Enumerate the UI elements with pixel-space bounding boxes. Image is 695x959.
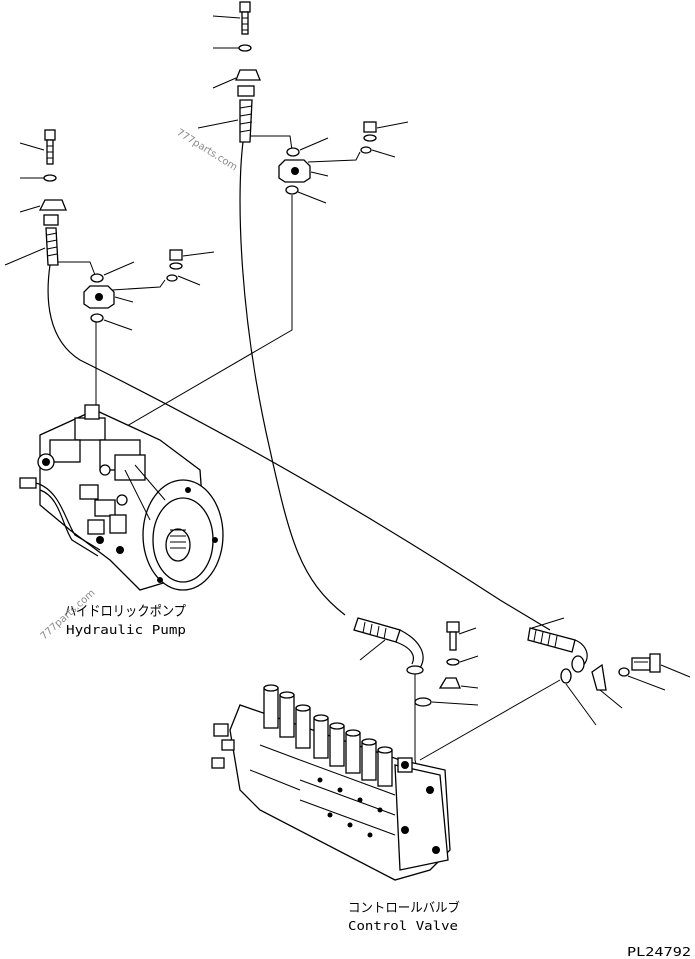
o-ring-left-1: [90, 273, 104, 283]
bolt-set-valve-1: [414, 621, 479, 707]
hose-end-left: [419, 617, 691, 761]
split-flange-left: [38, 199, 67, 211]
drawing-number: PL24792: [627, 945, 691, 959]
o-ring-center-3: [360, 146, 372, 154]
hydraulic-pump: [19, 404, 224, 591]
hose-fitting-left: [43, 214, 59, 266]
center-hose-assembly: [119, 1, 409, 616]
o-ring-left-3: [166, 274, 178, 282]
bolt-left: [44, 129, 56, 165]
washer-center: [238, 44, 252, 52]
o-ring-left-2: [90, 313, 104, 323]
control-valve: [211, 684, 451, 881]
hose-line-left: [47, 264, 551, 631]
valve-label-ja: コントロールバルブ: [348, 900, 460, 916]
pump-label-en: Hydraulic Pump: [66, 623, 186, 637]
bolt-center: [239, 1, 251, 35]
plug-center: [363, 121, 377, 142]
flange-block-left: [83, 285, 115, 309]
o-ring-center-2: [285, 185, 299, 195]
hose-fitting-center: [237, 85, 255, 143]
pump-label-ja: ハイドロリックポンプ: [64, 604, 186, 620]
watermark-top: 777parts.com: [174, 127, 239, 173]
washer-left: [43, 174, 57, 182]
split-flange-center: [235, 69, 261, 81]
valve-label-en: Control Valve: [348, 919, 458, 933]
flange-block-center: [278, 159, 311, 183]
plug-left: [169, 249, 183, 270]
left-hose-assembly: [4, 129, 551, 631]
o-ring-center-1: [286, 147, 300, 157]
hose-line-center: [239, 141, 346, 616]
